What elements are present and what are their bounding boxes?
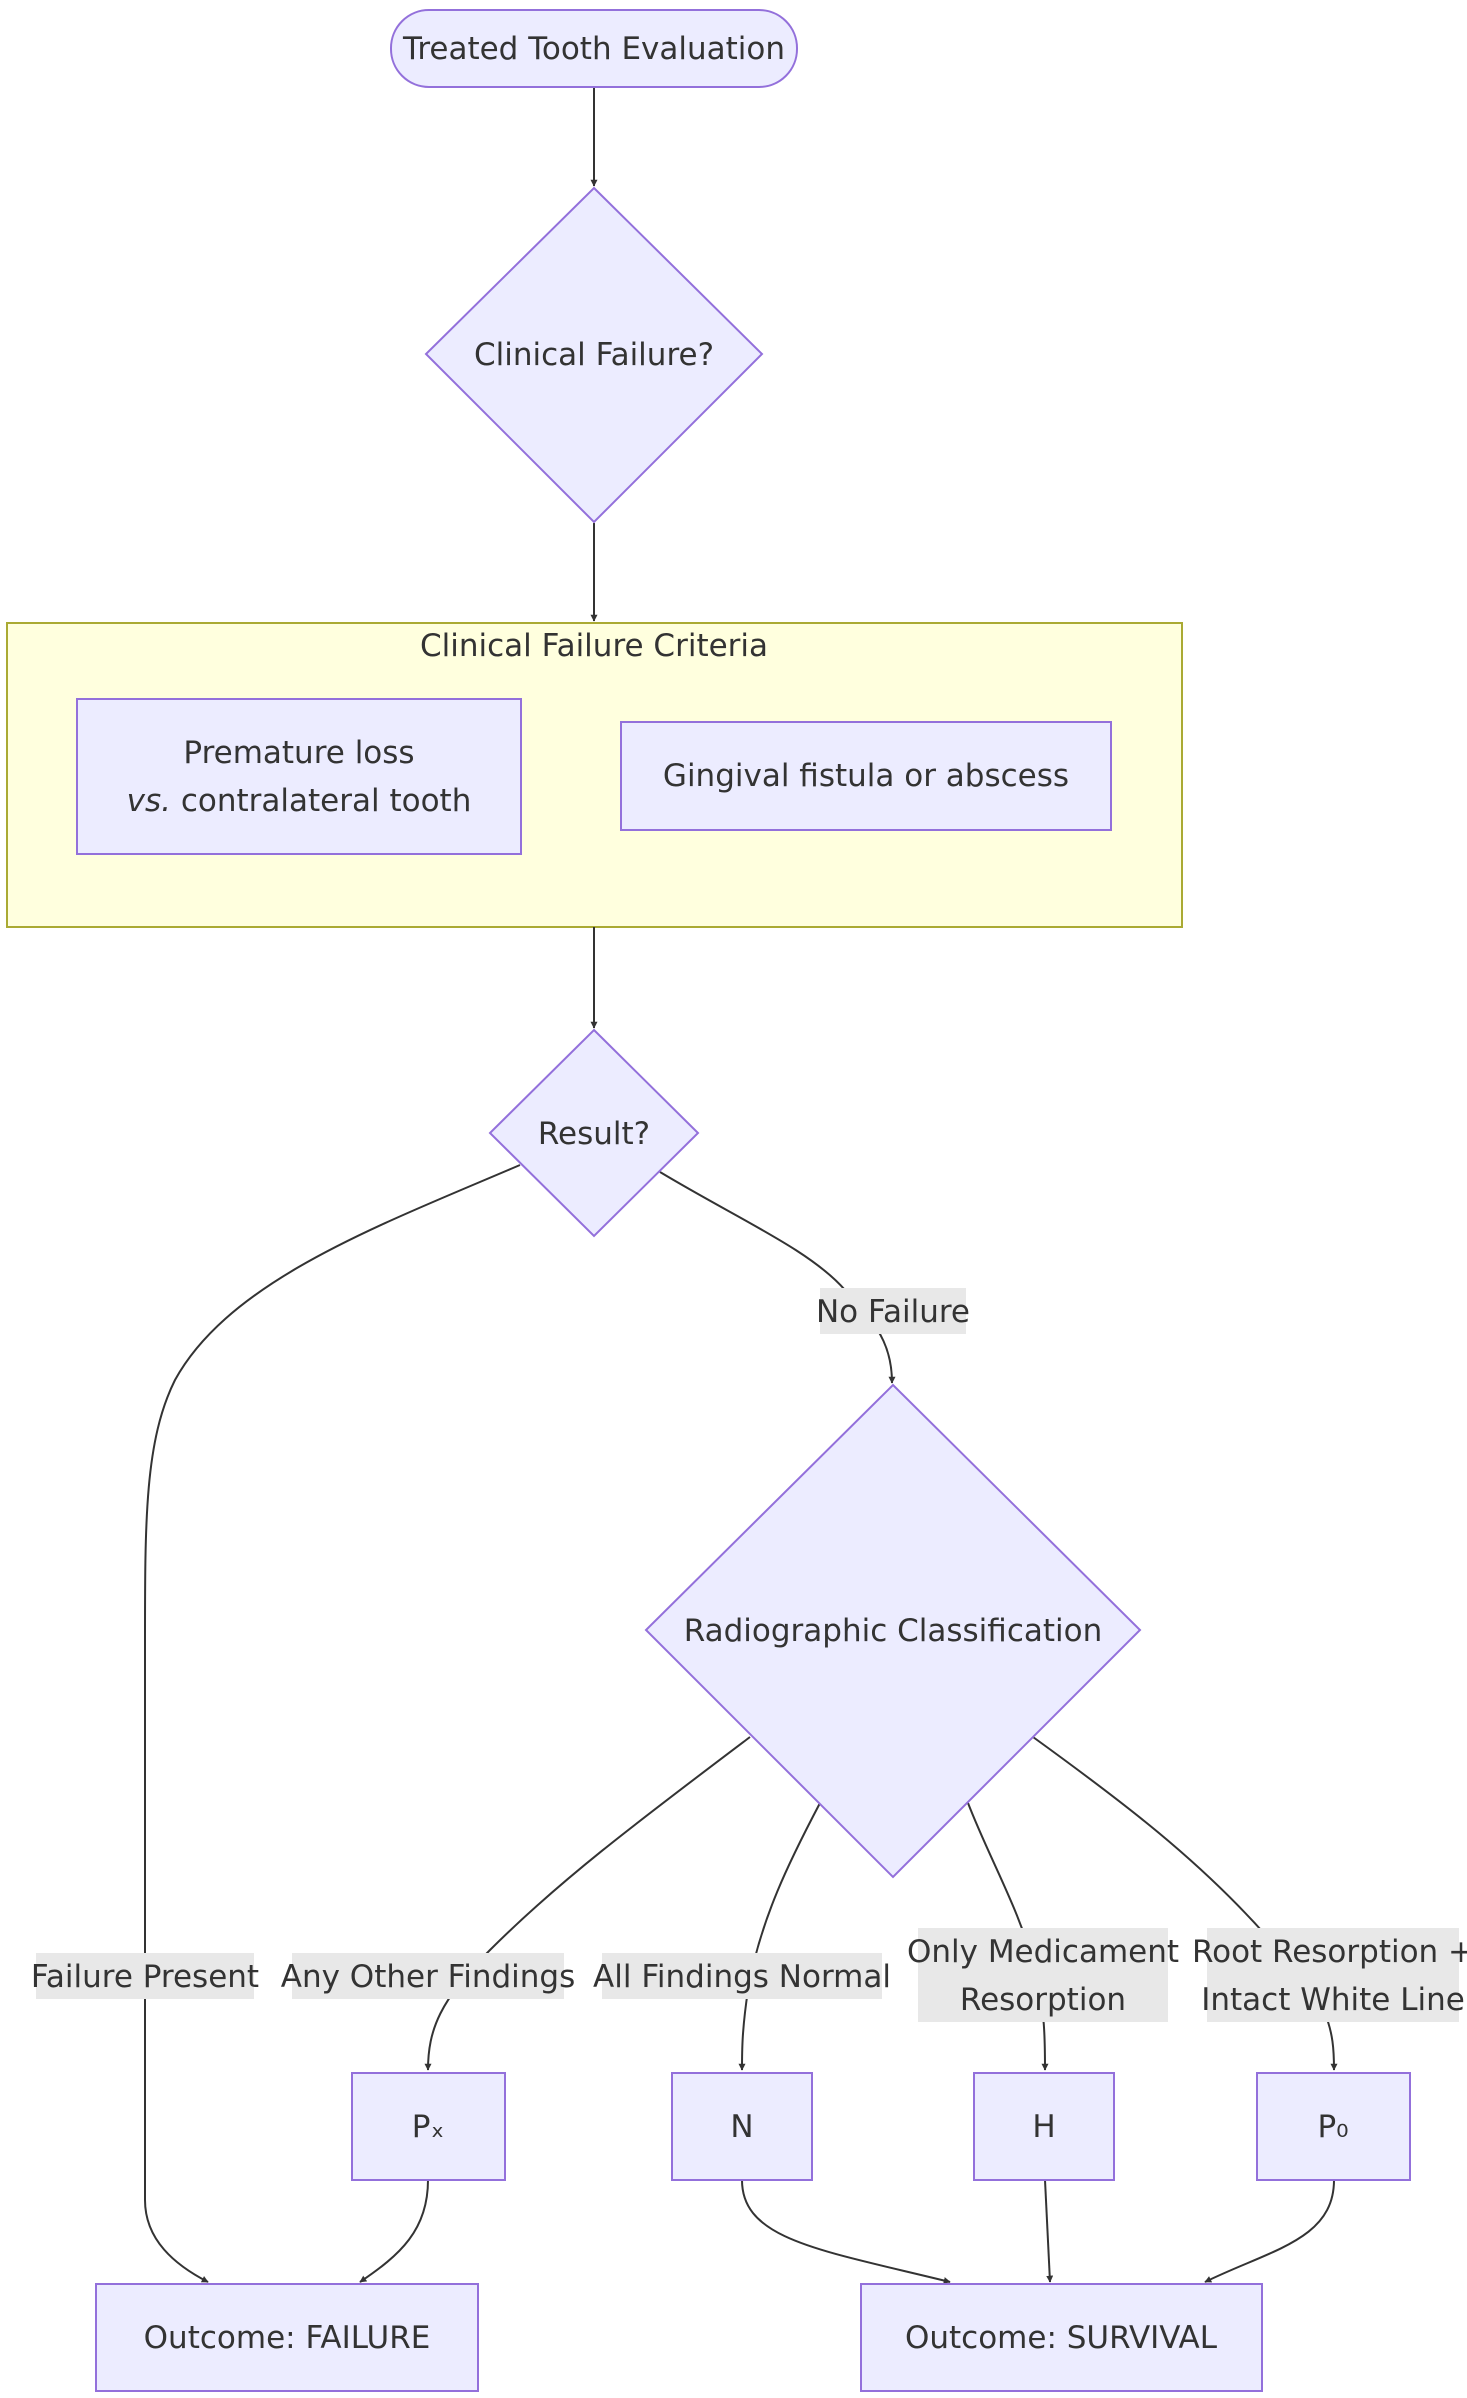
node-outcome-survival-label: Outcome: SURVIVAL [905,2320,1218,2356]
node-px-label: Pₓ [412,2109,444,2145]
edge-label-any-other-findings: Any Other Findings [281,1953,576,1999]
nodes: Treated Tooth Evaluation Clinical Failur… [76,9,1411,2392]
node-n[interactable]: N [671,2072,813,2181]
node-result-label: Result? [538,1116,650,1152]
node-clinical-failure-label: Clinical Failure? [474,337,714,373]
svg-text:Any Other Findings: Any Other Findings [281,1959,576,1995]
svg-text:Root Resorption +: Root Resorption + [1192,1934,1467,1970]
node-outcome-failure[interactable]: Outcome: FAILURE [95,2283,479,2392]
edge-label-all-findings-normal: All Findings Normal [593,1953,891,1999]
edge-label-only-medicament: Only Medicament Resorption [907,1928,1179,2022]
cluster-title: Clinical Failure Criteria [420,628,768,664]
edge-result-to-failure [144,1164,521,2283]
node-gingival-fistula-label: Gingival fistula or abscess [663,758,1069,794]
node-px[interactable]: Pₓ [351,2072,506,2181]
node-n-label: N [730,2109,753,2145]
node-premature-loss-line2: vs. contralateral tooth [127,783,472,819]
edge-radio-to-n [738,1802,821,2071]
node-h[interactable]: H [973,2072,1115,2181]
edge-radio-to-px [424,1736,751,2071]
edge-label-no-failure: No Failure [816,1288,970,1334]
node-p0-label: P₀ [1317,2109,1348,2145]
edge-labels: No Failure Failure Present Any Other Fin… [31,1288,1467,2022]
svg-text:No Failure: No Failure [816,1294,970,1330]
node-p0[interactable]: P₀ [1256,2072,1411,2181]
edge-label-failure-present: Failure Present [31,1953,259,1999]
svg-text:Only Medicament: Only Medicament [907,1934,1179,1970]
node-premature-loss[interactable]: Premature loss vs. contralateral tooth [76,698,522,855]
svg-text:Intact White Line: Intact White Line [1201,1982,1465,2018]
node-outcome-failure-label: Outcome: FAILURE [144,2320,431,2356]
edge-radio-to-p0 [1032,1736,1338,2071]
svg-text:Resorption: Resorption [960,1982,1126,2018]
edge-label-root-resorption: Root Resorption + Intact White Line [1192,1928,1467,2022]
node-outcome-survival[interactable]: Outcome: SURVIVAL [860,2283,1263,2392]
node-radiographic-label: Radiographic Classification [684,1613,1103,1649]
node-clinical-failure-decision[interactable]: Clinical Failure? [424,186,764,524]
node-h-label: H [1032,2109,1055,2145]
edge-p0-to-survival [1204,2179,1335,2283]
svg-text:All Findings Normal: All Findings Normal [593,1959,891,1995]
edge-h-to-survival [1044,2179,1054,2283]
edge-result-to-radiographic [659,1171,896,1384]
node-gingival-fistula[interactable]: Gingival fistula or abscess [620,721,1112,831]
node-start-label: Treated Tooth Evaluation [402,31,785,67]
node-result-decision[interactable]: Result? [488,1028,700,1238]
node-radiographic-decision[interactable]: Radiographic Classification [644,1383,1142,1879]
edge-n-to-survival [741,2179,951,2284]
svg-text:Failure Present: Failure Present [31,1959,259,1995]
edge-px-to-failure [359,2179,429,2283]
node-premature-loss-line1: Premature loss [183,735,414,771]
node-start[interactable]: Treated Tooth Evaluation [390,9,798,88]
